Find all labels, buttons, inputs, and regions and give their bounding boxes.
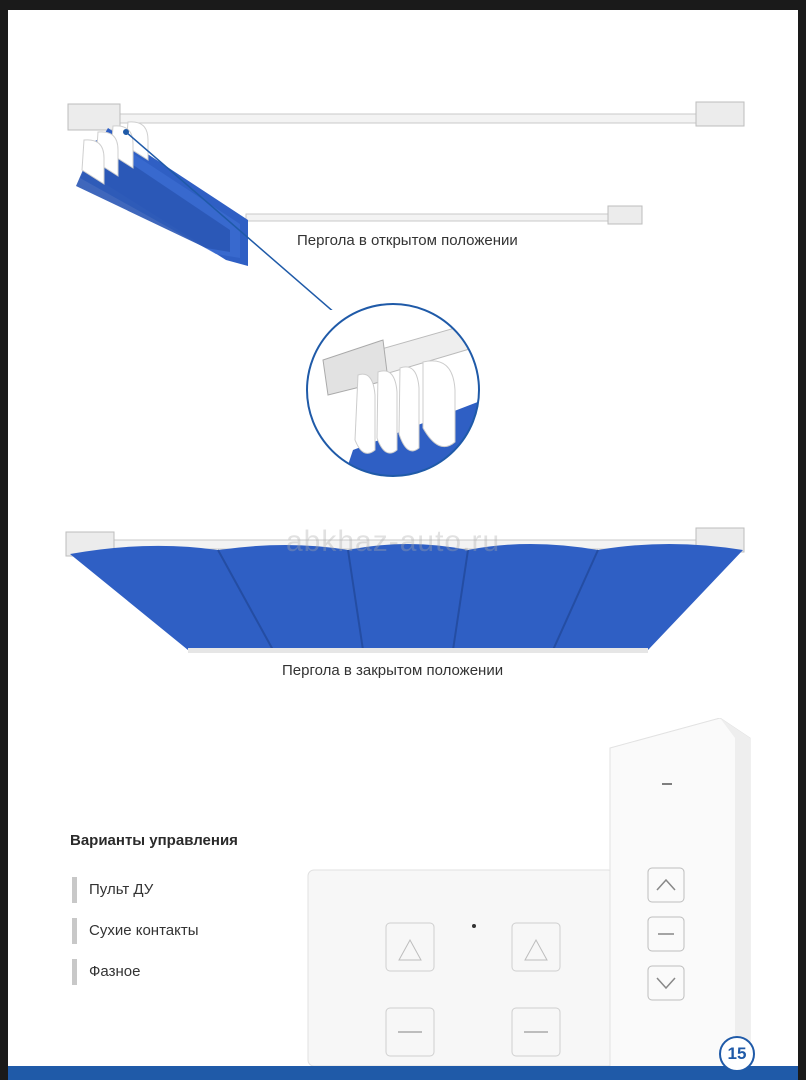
switch-stop-icon-left: [385, 1007, 435, 1057]
pergola-open-illustration: [67, 101, 745, 310]
controls-title: Варианты управления: [70, 832, 238, 849]
brochure-page: Пергола в открытом положении abkhaz-auto…: [8, 10, 798, 1080]
switch-up-arrow-icon-right: [511, 922, 561, 972]
wall-switch-panel: [307, 869, 615, 1067]
switch-up-arrow-icon-left: [385, 922, 435, 972]
caption-closed: Пергола в закрытом положении: [282, 662, 504, 679]
caption-open: Пергола в открытом положении: [297, 232, 518, 249]
control-option-phase: Фазное: [72, 959, 140, 985]
detail-zoom-circle: [306, 303, 480, 477]
remote-up-chevron-icon: [647, 867, 685, 903]
remote-stop-icon: [647, 916, 685, 952]
switch-stop-icon-right: [511, 1007, 561, 1057]
page-number: 15: [719, 1036, 755, 1072]
footer-bar: [8, 1066, 798, 1080]
control-option-remote: Пульт ДУ: [72, 877, 153, 903]
pergola-closed-illustration: [65, 527, 745, 653]
watermark: abkhaz-auto.ru: [286, 525, 501, 558]
remote-control: [609, 718, 751, 1068]
control-option-dry-contacts: Сухие контакты: [72, 918, 199, 944]
remote-down-chevron-icon: [647, 965, 685, 1001]
